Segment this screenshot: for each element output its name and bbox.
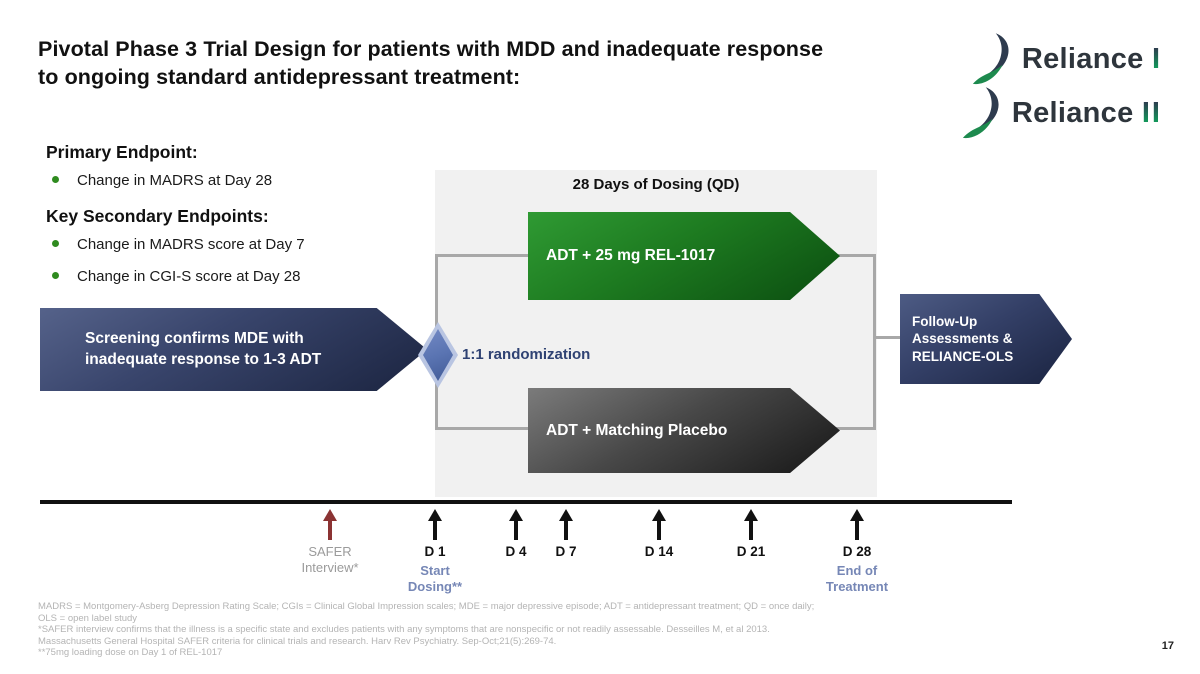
up-arrow-icon bbox=[559, 509, 573, 540]
logo-suffix: I bbox=[1151, 42, 1162, 75]
logo-text: Reliance bbox=[1011, 96, 1134, 129]
tick-sublabel: Start Dosing** bbox=[407, 562, 463, 595]
swoosh-icon bbox=[962, 87, 999, 139]
primary-endpoint-heading: Primary Endpoint: bbox=[46, 142, 198, 162]
list-item: Change in CGI-S score at Day 28 bbox=[46, 268, 416, 285]
logo-text: Reliance bbox=[1021, 42, 1144, 75]
bullet-icon bbox=[52, 176, 59, 183]
tick-label: D 1 bbox=[424, 544, 446, 559]
reliance-2-logo: Reliance II bbox=[960, 86, 1162, 140]
placebo-arm-arrow: ADT + Matching Placebo bbox=[528, 388, 840, 473]
swoosh-icon bbox=[972, 33, 1009, 85]
timeline-axis bbox=[40, 500, 1012, 504]
footnote-line: Massachusetts General Hospital SAFER cri… bbox=[38, 635, 557, 647]
connector-line bbox=[836, 254, 876, 257]
tick-sublabel: End of Treatment bbox=[825, 562, 889, 595]
logo-suffix: II bbox=[1141, 96, 1162, 129]
screening-arrow: Screening confirms MDE with inadequate r… bbox=[40, 308, 427, 391]
timeline-tick-safer: SAFER Interview* bbox=[265, 509, 395, 577]
connector-line bbox=[873, 254, 876, 430]
endpoints-section: Primary Endpoint: Change in MADRS at Day… bbox=[46, 142, 416, 300]
up-arrow-icon bbox=[428, 509, 442, 540]
tick-label: D 14 bbox=[644, 544, 674, 559]
tick-label: D 7 bbox=[555, 544, 577, 559]
footnote-line: MADRS = Montgomery-Asberg Depression Rat… bbox=[38, 601, 815, 612]
tick-label: D 21 bbox=[736, 544, 766, 559]
reliance-1-logo: Reliance I bbox=[970, 32, 1162, 86]
randomization-label: 1:1 randomization bbox=[462, 346, 591, 363]
timeline-tick-d14: D 14 bbox=[594, 509, 724, 561]
list-item: Change in MADRS at Day 28 bbox=[46, 172, 416, 189]
footnotes: MADRS = Montgomery-Asberg Depression Rat… bbox=[38, 601, 938, 659]
page-title: Pivotal Phase 3 Trial Design for patient… bbox=[38, 37, 824, 89]
secondary-endpoint-item: Change in MADRS score at Day 7 bbox=[77, 236, 305, 253]
timeline-tick-d7: D 7 bbox=[501, 509, 631, 561]
footnote-line: OLS = open label study bbox=[38, 612, 138, 624]
secondary-endpoint-item: Change in CGI-S score at Day 28 bbox=[77, 268, 301, 285]
tick-label: SAFER Interview* bbox=[301, 544, 359, 576]
up-arrow-icon bbox=[850, 509, 864, 540]
timeline-tick-d21: D 21 bbox=[686, 509, 816, 561]
bullet-icon bbox=[52, 272, 59, 279]
connector-line bbox=[836, 427, 876, 430]
footnote-line: **75mg loading dose on Day 1 of REL-1017 bbox=[38, 647, 223, 659]
list-item: Change in MADRS score at Day 7 bbox=[46, 236, 416, 253]
timeline-tick-d1: D 1 Start Dosing** bbox=[370, 509, 500, 595]
page-number: 17 bbox=[1161, 640, 1174, 652]
primary-endpoint-item: Change in MADRS at Day 28 bbox=[77, 172, 273, 189]
up-arrow-icon bbox=[652, 509, 666, 540]
treatment-arm-arrow: ADT + 25 mg REL-1017 bbox=[528, 212, 840, 300]
tick-label: D 28 bbox=[842, 544, 872, 559]
connector-line bbox=[435, 427, 531, 430]
footnote-line: *SAFER interview confirms that the illne… bbox=[38, 624, 770, 636]
connector-line bbox=[873, 336, 901, 339]
tick-label: D 4 bbox=[505, 544, 527, 559]
timeline-tick-d28: D 28 End of Treatment bbox=[792, 509, 922, 595]
up-arrow-icon bbox=[744, 509, 758, 540]
up-arrow-icon bbox=[509, 509, 523, 540]
dosing-header: 28 Days of Dosing (QD) bbox=[572, 176, 740, 193]
up-arrow-icon bbox=[323, 509, 337, 540]
connector-line bbox=[435, 254, 531, 257]
secondary-endpoints-heading: Key Secondary Endpoints: bbox=[46, 206, 269, 226]
followup-arrow: Follow-Up Assessments & RELIANCE-OLS bbox=[900, 294, 1072, 384]
bullet-icon bbox=[52, 240, 59, 247]
timeline-tick-d4: D 4 bbox=[451, 509, 581, 561]
